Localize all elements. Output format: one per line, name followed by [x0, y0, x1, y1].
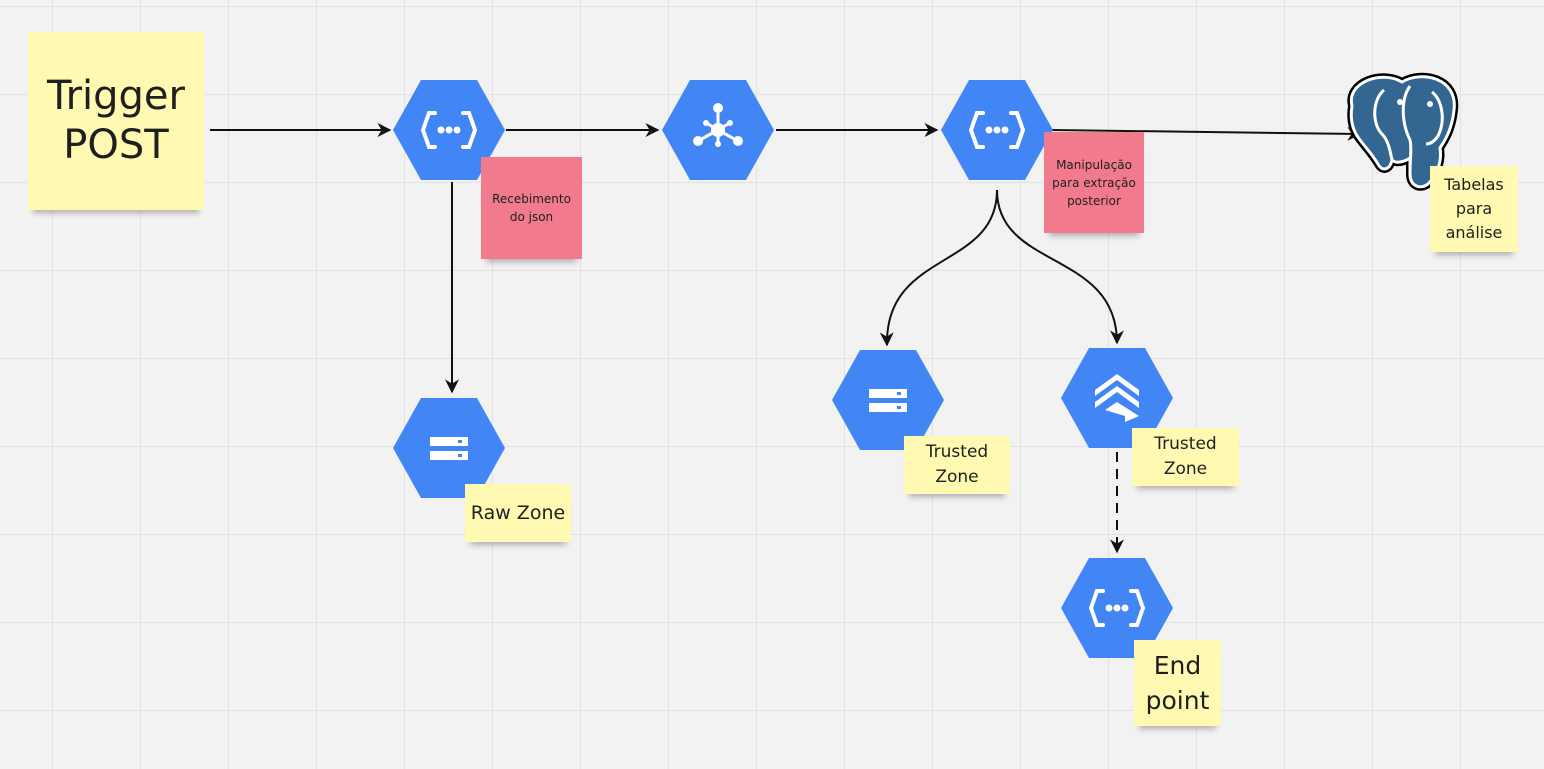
cloud-storage-raw-node[interactable]: [393, 398, 505, 498]
note-trusted-zone-bq[interactable]: Trusted Zone: [1132, 428, 1239, 486]
cloud-function-receive-node[interactable]: [393, 80, 505, 180]
note-manipulacao[interactable]: Manipulação para extração posterior: [1044, 132, 1144, 233]
arrow-function-to-trusted-storage[interactable]: [879, 189, 998, 347]
note-raw-zone-text: Raw Zone: [470, 502, 566, 524]
note-recebimento-text: Recebimento do json: [492, 192, 571, 224]
arrow-function-to-bigquery[interactable]: [996, 189, 1124, 345]
note-trusted-zone-storage[interactable]: Trusted Zone: [904, 436, 1010, 494]
note-endpoint-text: End point: [1145, 651, 1210, 715]
note-manipulacao-text: Manipulação para extração posterior: [1052, 157, 1136, 208]
note-recebimento[interactable]: Recebimento do json: [481, 157, 582, 259]
cloud-function-manipulate-node[interactable]: [941, 80, 1053, 180]
cloud-storage-trusted-node[interactable]: [832, 350, 944, 450]
note-trusted-zone-bq-text: Trusted Zone: [1154, 434, 1217, 479]
arrow-function-to-postgres[interactable]: [1051, 126, 1362, 141]
note-endpoint[interactable]: End point: [1134, 640, 1221, 726]
note-trusted-zone-storage-text: Trusted Zone: [925, 442, 989, 487]
postgresql-node[interactable]: [1347, 72, 1459, 191]
cloud-storage-icon: [869, 389, 907, 412]
note-tabelas-text: Tabelas para análise: [1444, 175, 1504, 242]
cloud-function-endpoint-node[interactable]: [1061, 558, 1173, 658]
note-raw-zone[interactable]: Raw Zone: [465, 484, 571, 542]
cloud-functions-icon: [420, 111, 478, 149]
note-trigger-post[interactable]: Trigger POST: [28, 32, 204, 210]
cloud-functions-icon: [968, 111, 1026, 149]
pubsub-icon: [693, 103, 743, 147]
note-tabelas[interactable]: Tabelas para análise: [1430, 166, 1518, 252]
cloud-storage-icon: [430, 437, 468, 460]
note-trigger-post-text: Trigger POST: [47, 73, 185, 168]
cloud-functions-icon: [1088, 589, 1146, 627]
postgresql-elephant-icon: [1347, 72, 1459, 191]
data-layers-icon: [1095, 374, 1139, 422]
bigquery-trusted-node[interactable]: [1061, 348, 1173, 448]
pubsub-node[interactable]: [662, 80, 774, 180]
